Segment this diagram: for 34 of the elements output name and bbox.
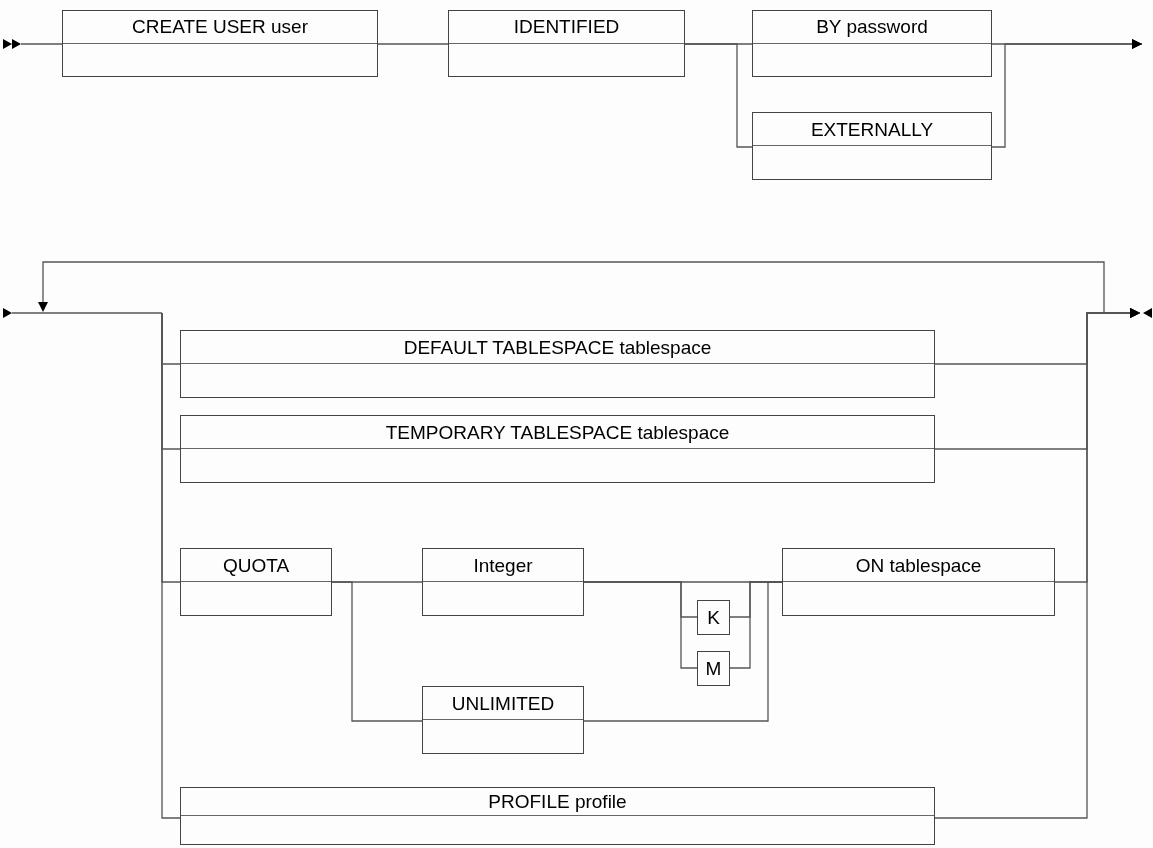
syntax-box	[62, 10, 378, 77]
syntax-box	[180, 415, 935, 483]
syntax-box	[752, 112, 992, 180]
syntax-box	[448, 10, 685, 77]
syntax-box	[697, 651, 730, 686]
syntax-box	[180, 787, 935, 845]
syntax-box	[697, 600, 730, 635]
keyword-label: PROFILE profile	[488, 792, 627, 811]
connector-line	[583, 581, 783, 722]
keyword-label: DEFAULT TABLESPACE tablespace	[403, 337, 712, 357]
keyword-label: QUOTA	[222, 555, 290, 575]
keyword-label: CREATE USER user	[132, 17, 308, 37]
keyword-label: BY password	[816, 17, 928, 37]
connector-line	[934, 308, 1141, 819]
connector-line	[20, 43, 63, 45]
keyword-label: IDENTIFIED	[513, 17, 620, 37]
syntax-box	[782, 548, 1055, 616]
syntax-box	[422, 548, 584, 616]
syntax-box	[422, 686, 584, 754]
connector-line	[684, 43, 753, 148]
connector-line	[331, 581, 423, 722]
connector-line	[991, 39, 1143, 148]
keyword-label: UNLIMITED	[451, 693, 555, 713]
keyword-label: ON tablespace	[855, 555, 982, 575]
keyword-label: M	[705, 659, 722, 678]
syntax-box	[180, 548, 332, 616]
keyword-label: TEMPORARY TABLESPACE tablespace	[385, 422, 730, 442]
keyword-label: Integer	[473, 555, 533, 575]
syntax-box	[180, 330, 935, 398]
keyword-label: K	[707, 608, 720, 627]
connector-line	[161, 312, 181, 819]
connector-line	[377, 43, 449, 45]
syntax-box	[752, 10, 992, 77]
keyword-label: EXTERNALLY	[810, 119, 934, 139]
